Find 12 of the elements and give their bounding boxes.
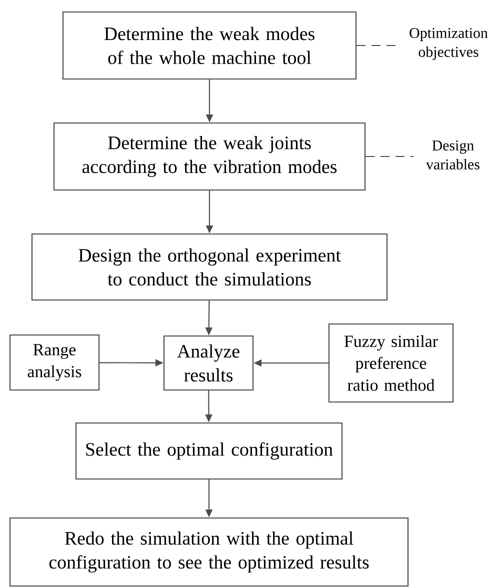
dashed-line — [356, 44, 396, 46]
process-box: Select the optimal configuration — [75, 422, 343, 480]
process-box: Design the orthogonal experiment to conduct the simulations — [31, 233, 388, 301]
process-box: Determine the weak joints according to the vibration modes — [53, 122, 366, 191]
process-box: Range analysis — [9, 334, 100, 391]
process-box: Redo the simulation with the optimal configuration to see the optimized results — [9, 517, 409, 587]
process-box: Analyze results — [163, 335, 254, 391]
note-text: Design variables — [426, 140, 480, 170]
dashed-line — [366, 156, 414, 158]
note-text: Optimization objectives — [410, 28, 488, 60]
process-box: Determine the weak modes of the whole machine tool — [62, 11, 357, 80]
process-box: Fuzzy similar preference ratio method — [328, 323, 454, 403]
